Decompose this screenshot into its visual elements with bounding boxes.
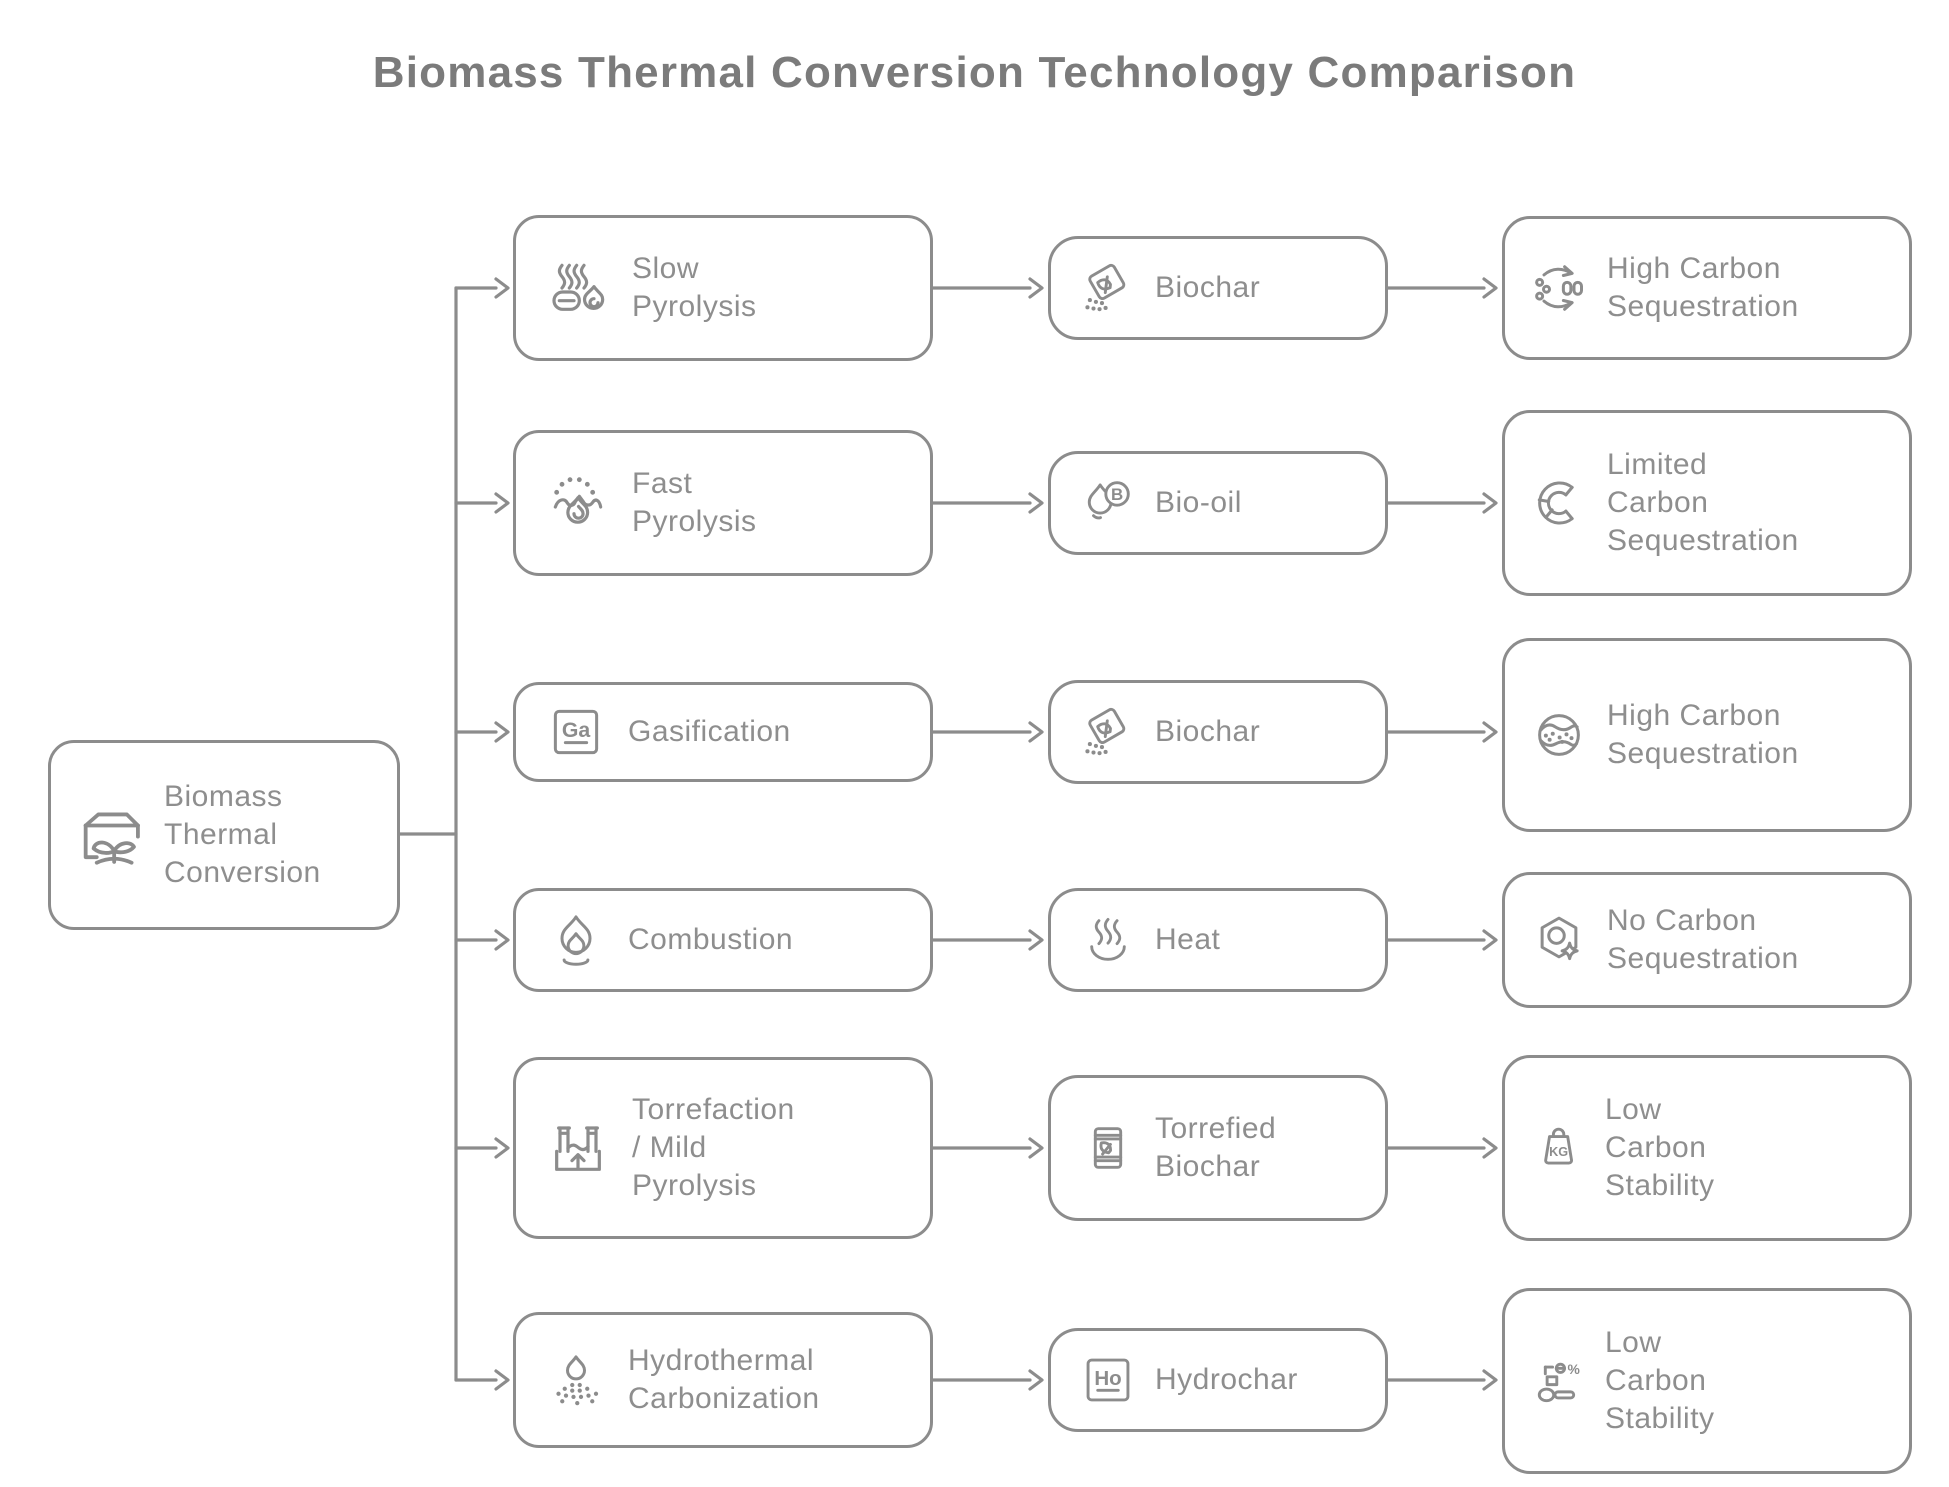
node-torrefaction-mild-pyrolysis: Torrefaction / Mild Pyrolysis [513,1057,933,1239]
carbon-capture-icon [1535,265,1583,311]
node-low-carbon-stability-2: % Low Carbon Stability [1502,1288,1912,1474]
svg-text:Ga: Ga [562,718,591,742]
slow-pyrolysis-icon [552,263,605,311]
node-low-carbon-stability-1: KG Low Carbon Stability [1502,1055,1912,1241]
hydrothermal-drop-icon [556,1355,599,1406]
node-heat: Heat [1048,888,1388,992]
node-label: Hydrochar [1155,1362,1298,1396]
node-combustion: Combustion [513,888,933,992]
no-carbon-hexagon-icon [1540,916,1579,961]
svg-text:B: B [1111,485,1123,504]
node-label: Torrefaction / Mild Pyrolysis [632,1092,795,1203]
hydrochar-element-icon: Ho [1086,1358,1130,1402]
node-label: High Carbon Sequestration [1607,698,1799,770]
kg-weight-icon: KG [1544,1127,1573,1165]
node-limited-carbon-sequestration: Limited Carbon Sequestration [1502,410,1912,596]
node-label: Hydrothermal Carbonization [628,1343,820,1415]
svg-text:KG: KG [1549,1145,1568,1159]
gasification-element-icon: Ga [553,709,599,755]
node-label: Gasification [628,714,791,748]
biochar-bag-icon [1085,707,1126,756]
node-label: Low Carbon Stability [1605,1325,1715,1436]
fast-pyrolysis-icon [553,477,603,524]
node-biochar-1: Biochar [1048,236,1388,340]
node-label: Bio-oil [1155,485,1242,519]
node-label: Slow Pyrolysis [632,251,757,323]
node-label: Heat [1155,922,1221,956]
node-high-carbon-sequestration-2: High Carbon Sequestration [1502,638,1912,832]
node-label: Biomass Thermal Conversion [164,779,321,890]
bio-oil-drop-icon: B [1087,481,1130,520]
soil-carbon-icon [1538,714,1580,756]
node-hydrochar: Ho Hydrochar [1048,1328,1388,1432]
node-no-carbon-sequestration: No Carbon Sequestration [1502,872,1912,1008]
torrefaction-factory-icon [555,1126,601,1171]
biochar-bag-icon [1085,263,1126,312]
svg-text:%: % [1568,1361,1580,1377]
node-bio-oil: B Bio-oil [1048,451,1388,555]
node-torrefied-biochar: Torrefied Biochar [1048,1075,1388,1221]
node-label: Low Carbon Stability [1605,1092,1715,1203]
node-label: Combustion [628,922,794,956]
biomass-package-icon [83,812,140,865]
node-label: No Carbon Sequestration [1607,903,1799,975]
node-label: Biochar [1155,270,1261,304]
node-label: Biochar [1155,714,1261,748]
node-label: Torrefied Biochar [1155,1111,1277,1183]
limited-carbon-icon [1537,481,1574,525]
node-slow-pyrolysis: Slow Pyrolysis [513,215,933,361]
node-hydrothermal-carbonization: Hydrothermal Carbonization [513,1312,933,1448]
node-biomass-thermal-conversion: Biomass Thermal Conversion [48,740,400,930]
heat-steam-icon [1090,918,1126,961]
carbon-scale-icon: % [1537,1361,1580,1403]
node-high-carbon-sequestration-1: High Carbon Sequestration [1502,216,1912,360]
torrefied-bag-icon [1093,1127,1123,1169]
diagram-title: Biomass Thermal Conversion Technology Co… [372,48,1577,97]
node-label: High Carbon Sequestration [1607,251,1799,323]
node-label: Limited Carbon Sequestration [1607,447,1799,558]
node-fast-pyrolysis: Fast Pyrolysis [513,430,933,576]
node-biochar-2: Biochar [1048,680,1388,784]
node-gasification: Ga Gasification [513,682,933,782]
node-label: Fast Pyrolysis [632,466,757,538]
combustion-flame-icon [560,915,592,966]
svg-text:Ho: Ho [1094,1367,1121,1390]
